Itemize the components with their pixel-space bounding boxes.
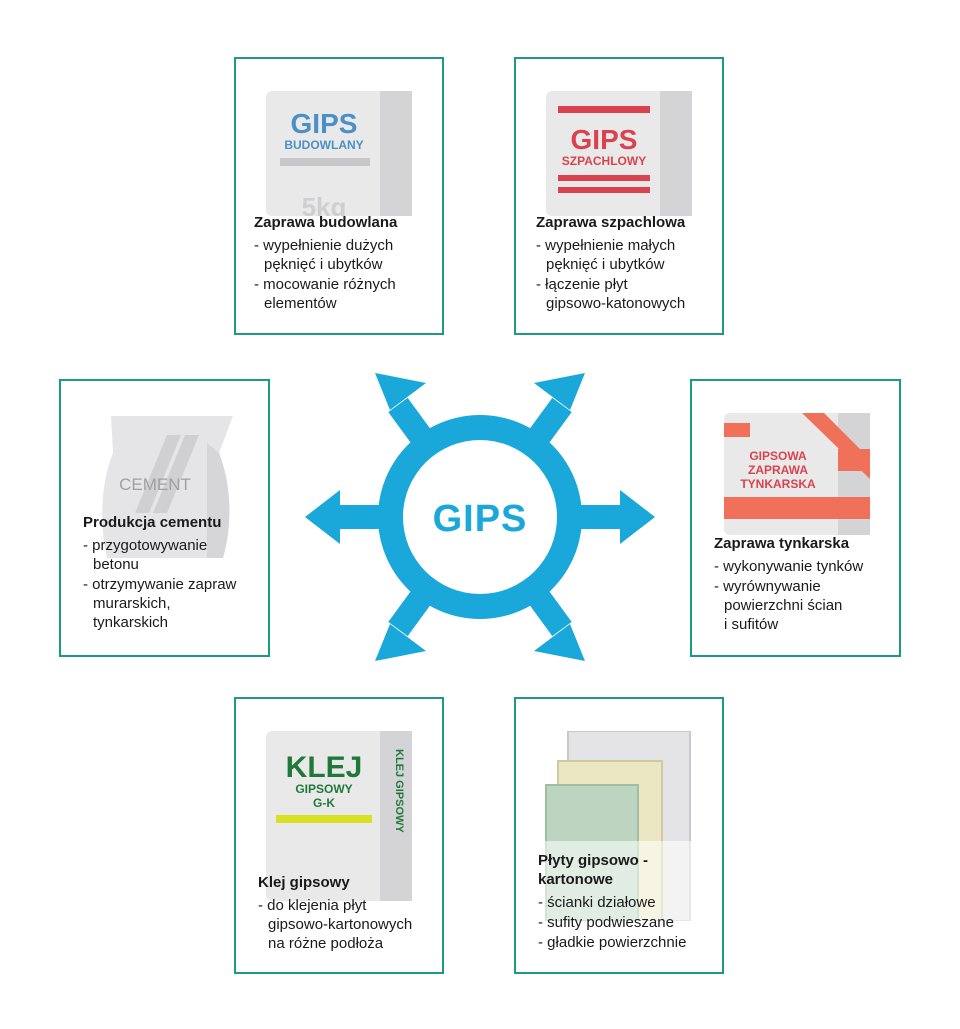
caption: Zaprawa tynkarska wykonywanie tynków wyr… [714,534,899,635]
pack-line3: TYNKARSKA [740,477,816,491]
pack-side-label: KLEJ GIPSOWY [393,749,405,833]
list-item: wykonywanie tynków [714,557,899,576]
gips-budowlany-bag-illustration: GIPS BUDOWLANY 5kg [266,91,412,216]
list-item: przygotowywanie betonu [83,536,268,574]
card-title: Produkcja cementu [83,514,222,531]
card-plyty-gipsowo-kartonowe: Płyty gipsowo - kartonowe ścianki działo… [514,697,724,974]
pack-line1: KLEJ [286,751,363,784]
pack-line1: GIPS [571,124,638,155]
card-title: Płyty gipsowo - kartonowe [538,852,649,888]
pack-line1: CEMENT [119,475,191,494]
caption: Zaprawa budowlana wypełnienie dużych pęk… [254,213,442,314]
caption: Zaprawa szpachlowa wypełnienie małych pę… [536,213,722,314]
pack-weight: 5kg [302,192,347,216]
card-zaprawa-szpachlowa: GIPS SZPACHLOWY Zaprawa szpachlowa wypeł… [514,57,724,335]
caption: Produkcja cementu przygotowywanie betonu… [83,513,268,633]
list-item: wyrównywanie powierzchni ścian i sufitów [714,577,899,634]
pack-line2: SZPACHLOWY [562,154,646,168]
pack-line2: GIPSOWY [295,782,352,796]
list-item: sufity podwieszane [538,913,722,932]
list-item: łączenie płyt gipsowo-katonowych [536,275,722,313]
card-klej-gipsowy: KLEJ GIPSOWY G-K KLEJ GIPSOWY Klej gipso… [234,697,444,974]
card-zaprawa-tynkarska: GIPSOWA ZAPRAWA TYNKARSKA Zaprawa tynkar… [690,379,901,657]
klej-gipsowy-bag-illustration: KLEJ GIPSOWY G-K KLEJ GIPSOWY [266,731,412,901]
pack-line1: GIPSOWA [749,449,807,463]
list-item: wypełnienie małych pęknięć i ubytków [536,236,722,274]
caption: Płyty gipsowo - kartonowe ścianki działo… [538,851,722,953]
list-item: ścianki działowe [538,893,722,912]
list-item: wypełnienie dużych pęknięć i ubytków [254,236,442,274]
pack-line1: GIPS [291,108,358,139]
card-title: Zaprawa tynkarska [714,535,850,552]
gips-szpachlowy-bag-illustration: GIPS SZPACHLOWY [546,91,692,216]
list-item: do klejenia płyt gipsowo-kartonowych na … [258,896,442,953]
hub-center [403,440,557,594]
pack-line2: BUDOWLANY [284,138,363,152]
hub-label: GIPS [433,498,528,540]
card-title: Zaprawa budowlana [254,214,398,231]
zaprawa-tynkarska-bag-illustration: GIPSOWA ZAPRAWA TYNKARSKA [724,413,870,535]
list-item: mocowanie różnych elementów [254,275,442,313]
card-produkcja-cementu: CEMENT Produkcja cementu przygotowywanie… [59,379,270,657]
list-item: gładkie powierzchnie [538,933,722,952]
pack-line3: G-K [313,796,335,810]
pack-line2: ZAPRAWA [748,463,808,477]
cement-bag-illustration: CEMENT [102,416,233,558]
caption: Klej gipsowy do klejenia płyt gipsowo-ka… [258,873,442,954]
card-title: Zaprawa szpachlowa [536,214,686,231]
card-title: Klej gipsowy [258,874,350,891]
list-item: otrzymywanie zapraw murarskich, tynkarsk… [83,575,268,632]
card-zaprawa-budowlana: GIPS BUDOWLANY 5kg Zaprawa budowlana wyp… [234,57,444,335]
